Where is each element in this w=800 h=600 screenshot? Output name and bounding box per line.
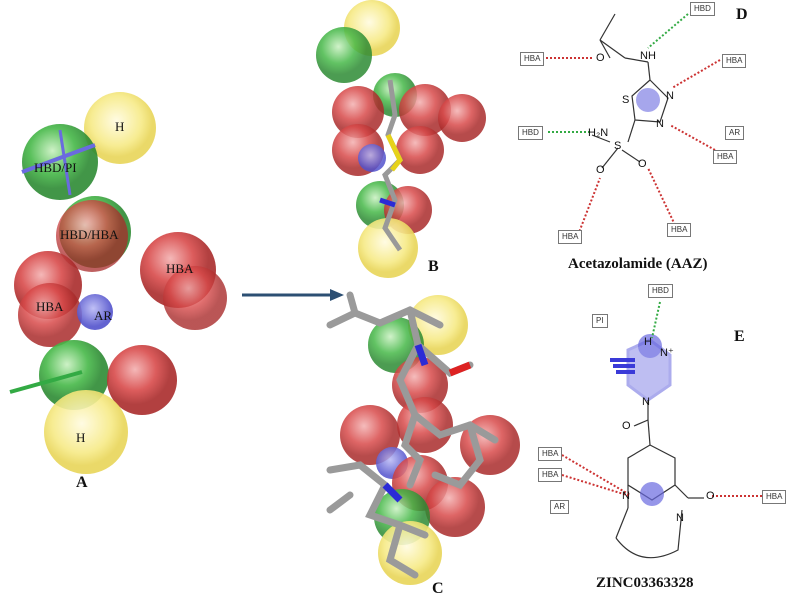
atom-o: O [706, 490, 715, 502]
atom-s-sulfonyl: S [614, 140, 622, 152]
panel-c-overlay [326, 291, 520, 585]
atom-o: O [638, 158, 647, 170]
hba-sphere [399, 84, 451, 136]
hydrophobic-sphere [44, 390, 128, 474]
panel-label-b: B [428, 258, 439, 275]
hba-sphere [396, 126, 444, 174]
aromatic-sphere [77, 294, 113, 330]
ph-box-hba: HBA [520, 52, 545, 66]
hydrophobic-sphere [358, 218, 418, 278]
aromatic-sphere [636, 88, 660, 112]
ph-box-hba: HBA [713, 150, 738, 164]
atom-n: N [642, 396, 650, 408]
hba-sphere [107, 345, 177, 415]
aromatic-sphere [358, 144, 386, 172]
panel-label-e: E [734, 328, 745, 345]
vector-line [9, 370, 83, 394]
feature-label-h-top: H [115, 119, 125, 134]
caption-acetazolamide: Acetazolamide (AAZ) [568, 256, 708, 272]
panel-a-pharmacophore [9, 92, 227, 474]
panel-c: C [310, 285, 540, 600]
panel-label-d: D [736, 6, 748, 23]
ph-box-hba: HBA [722, 54, 747, 68]
feature-label-hbd-pi: HBD/PI [34, 160, 77, 175]
atom-o: O [596, 52, 605, 64]
feature-label-hba-left: HBA [36, 299, 64, 314]
atom-s-ring: S [622, 94, 630, 106]
feature-label-hbd-hba: HBD/HBA [60, 227, 119, 242]
ligand-stick-nitrogen [379, 197, 396, 208]
atom-h: H [644, 336, 652, 348]
ph-box-hba: HBA [558, 230, 583, 244]
ligand-sticks [326, 291, 499, 579]
acetazolamide-structure [546, 13, 721, 236]
ph-box-hbd: HBD [690, 2, 715, 16]
panel-b-overlay [316, 0, 486, 278]
atom-n: N [622, 490, 630, 502]
hbd-sphere [22, 124, 98, 200]
ph-box-pi: PI [592, 314, 608, 328]
ligand-stick-sulfur [385, 133, 403, 172]
hba-sphere [438, 94, 486, 142]
hba-sphere [56, 200, 128, 272]
atom-n-ring: N [656, 118, 664, 130]
positive-ionizable-ring [626, 338, 672, 402]
ph-box-hba: HBA [667, 223, 692, 237]
ligand-stick-oxygen [448, 361, 472, 377]
zinc03363328-structure [561, 301, 762, 559]
atom-n-ring: N [666, 90, 674, 102]
panel-d: D HBD HBA HBA HBD AR HBA H [510, 0, 800, 285]
ph-box-hba: HBA [762, 490, 787, 504]
caption-zinc03363328: ZINC03363328 [596, 575, 694, 591]
hba-sphere [18, 283, 82, 347]
vector-line [58, 129, 72, 196]
feature-label-hba-right: HBA [166, 261, 194, 276]
ph-box-ar: AR [725, 126, 745, 140]
atom-n-plus: N⁺ [660, 347, 674, 359]
hydrophobic-sphere [84, 92, 156, 164]
hba-sphere [163, 266, 227, 330]
ph-box-hba: HBA [538, 468, 563, 482]
hbd-sphere [316, 27, 372, 83]
atom-n: N [676, 512, 684, 524]
hba-sphere [425, 477, 485, 537]
panel-label-a: A [76, 474, 88, 491]
ph-box-hbd: HBD [518, 126, 543, 140]
ph-box-ar: AR [550, 500, 570, 514]
atom-o: O [622, 420, 631, 432]
aromatic-sphere [640, 482, 664, 506]
ph-box-hba: HBA [538, 447, 563, 461]
feature-label-h-bottom: H [76, 430, 86, 445]
transition-arrow [242, 289, 344, 301]
panel-b: B [300, 0, 500, 285]
feature-label-ar: AR [94, 308, 113, 323]
vector-line [21, 143, 96, 174]
atom-nh: NH [640, 50, 656, 62]
atom-o: O [596, 164, 605, 176]
ligand-stick-nitrogen [382, 482, 403, 503]
ligand-stick-nitrogen [414, 343, 429, 367]
ph-box-hbd: HBD [648, 284, 673, 298]
hba-sphere [332, 86, 384, 138]
panel-label-c: C [432, 580, 444, 597]
atom-h2n: H₂N [588, 127, 609, 139]
panel-e: E HBD PI HBA HBA [510, 280, 800, 600]
panel-a: H HBD/PI HBD/HBA HBA HBA AR H A [0, 0, 240, 600]
